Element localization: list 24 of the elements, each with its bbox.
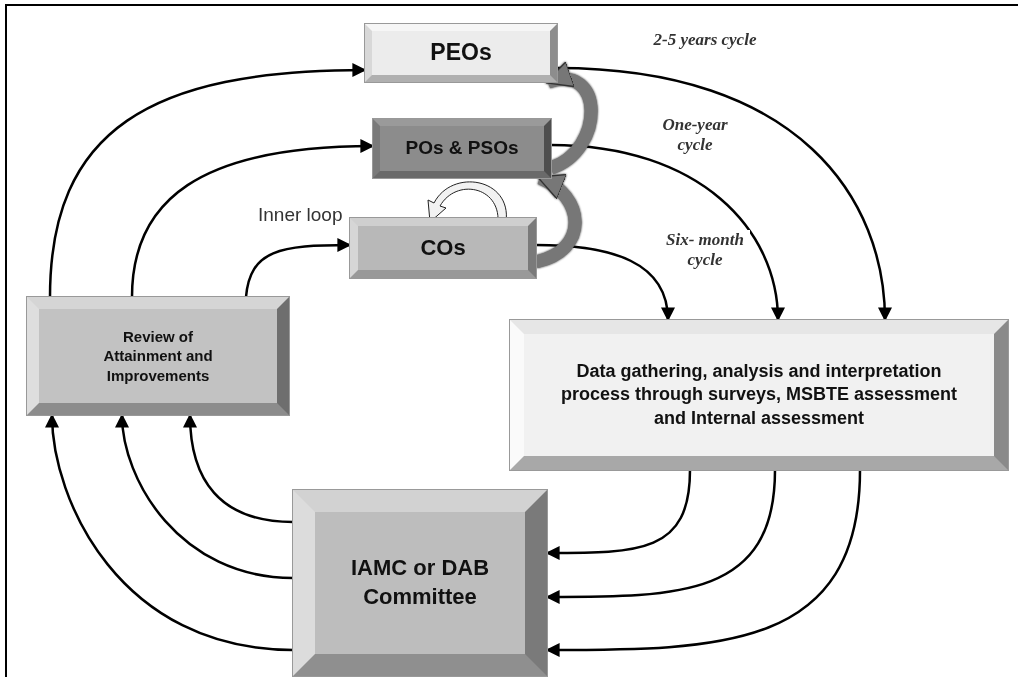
curved-block-arrow: [534, 172, 582, 269]
process-box: [293, 490, 547, 676]
curved-arrow: [183, 413, 294, 524]
process-box: [350, 218, 536, 278]
curved-arrow: [115, 413, 294, 580]
process-box: [373, 119, 551, 178]
box-label: POs & PSOs: [404, 136, 520, 161]
box-label: Data gathering, analysis and interpretation process through surveys, MSBTE assessment and Internal assessment: [559, 359, 959, 430]
curved-arrow: [535, 243, 674, 322]
box-label: IAMC or DAB Committee: [349, 554, 491, 611]
curved-block-arrow: [544, 63, 598, 174]
process-box: [27, 297, 289, 415]
process-box: [365, 24, 557, 82]
box-label: Review of Attainment and Improvements: [102, 326, 214, 386]
curved-arrow: [556, 66, 892, 322]
box-label: COs: [419, 233, 467, 262]
box-label: PEOs: [429, 38, 493, 68]
loop-label: Inner loop: [258, 204, 343, 226]
curved-arrow: [244, 238, 352, 298]
process-box: [510, 320, 1008, 470]
curved-arrow: [550, 143, 785, 322]
curved-arrow: [48, 63, 367, 298]
curved-arrow: [130, 139, 375, 298]
curved-arrow: [45, 413, 294, 652]
